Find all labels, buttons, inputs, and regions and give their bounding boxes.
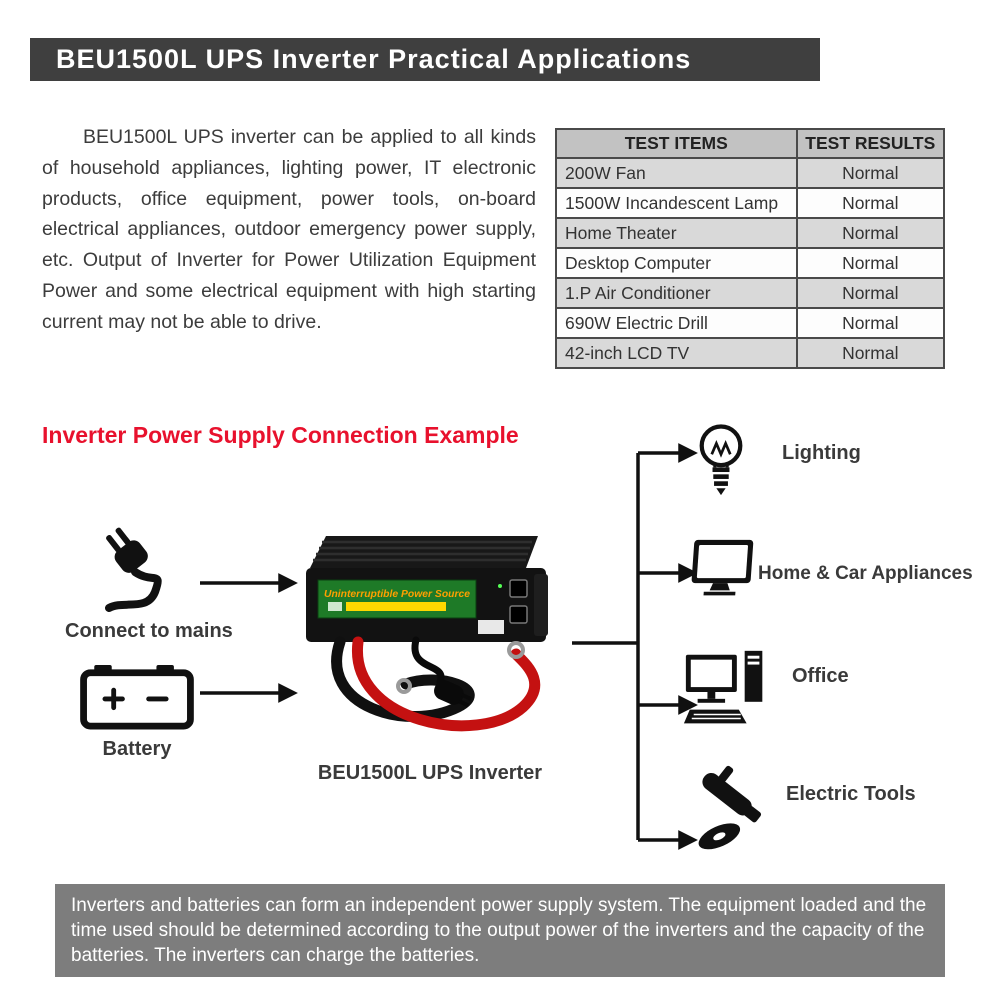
test-result: Normal: [795, 217, 946, 249]
load-label-appliances: Home & Car Appliances: [758, 563, 973, 584]
inverter-plate-text: Uninterruptible Power Source: [324, 589, 470, 600]
battery-label: Battery: [102, 738, 172, 760]
test-item: 690W Electric Drill: [555, 307, 798, 339]
test-result: Normal: [795, 307, 946, 339]
test-result: Normal: [795, 337, 946, 369]
load-label-lighting: Lighting: [782, 442, 861, 464]
footer-note: Inverters and batteries can form an inde…: [55, 884, 945, 978]
diagram-heading: Inverter Power Supply Connection Example: [42, 422, 519, 448]
table-header-items: TEST ITEMS: [555, 128, 798, 159]
test-result: Normal: [795, 277, 946, 309]
red-cable: [352, 636, 541, 732]
load-label-tools: Electric Tools: [786, 783, 916, 805]
light-bulb-icon: [699, 424, 743, 496]
test-item: 42-inch LCD TV: [555, 337, 798, 369]
test-result: Normal: [795, 187, 946, 219]
test-item: 1.P Air Conditioner: [555, 277, 798, 309]
desktop-computer-icon: [683, 650, 763, 724]
tv-icon: [691, 539, 754, 596]
title-banner: BEU1500L UPS Inverter Practical Applicat…: [30, 38, 820, 81]
power-tool-icon: [698, 765, 762, 850]
test-item: 1500W Incandescent Lamp: [555, 187, 798, 219]
table-header-row: TEST ITEMS TEST RESULTS: [555, 128, 946, 159]
page-title: BEU1500L UPS Inverter Practical Applicat…: [56, 44, 692, 74]
table-header-results: TEST RESULTS: [795, 128, 946, 159]
test-result: Normal: [795, 157, 946, 189]
inverter-image: Uninterruptible Power Source: [306, 536, 548, 732]
test-item: Home Theater: [555, 217, 798, 249]
cord-plug: [434, 680, 472, 708]
test-result: Normal: [795, 247, 946, 279]
mains-label: Connect to mains: [65, 620, 233, 642]
test-item: 200W Fan: [555, 157, 798, 189]
inverter-caption: BEU1500L UPS Inverter: [317, 762, 543, 784]
footer-note-text: Inverters and batteries can form an inde…: [71, 895, 927, 967]
test-item: Desktop Computer: [555, 247, 798, 279]
load-label-office: Office: [792, 665, 849, 687]
power-plug-icon: [105, 527, 162, 612]
intro-paragraph: BEU1500L UPS inverter can be applied to …: [42, 126, 536, 333]
connection-diagram: Inverter Power Supply Connection Example…: [0, 420, 1000, 885]
battery-icon: [80, 664, 194, 730]
